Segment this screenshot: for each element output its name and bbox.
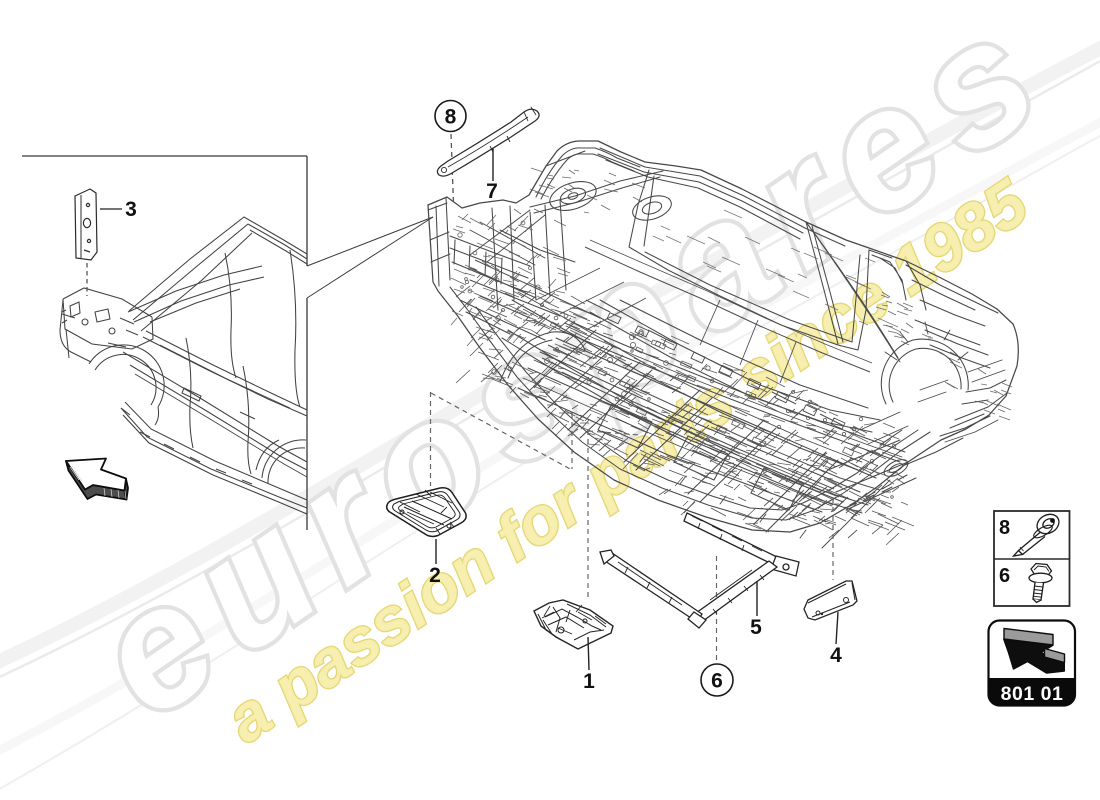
svg-text:6: 6 bbox=[999, 565, 1010, 587]
svg-text:2: 2 bbox=[429, 564, 441, 587]
svg-text:5: 5 bbox=[750, 616, 762, 639]
svg-text:1: 1 bbox=[583, 670, 595, 693]
svg-text:3: 3 bbox=[125, 198, 137, 221]
svg-text:7: 7 bbox=[486, 180, 498, 203]
svg-text:4: 4 bbox=[830, 644, 842, 667]
svg-text:6: 6 bbox=[711, 670, 723, 693]
svg-text:8: 8 bbox=[999, 517, 1010, 539]
svg-text:8: 8 bbox=[445, 106, 457, 129]
svg-text:801 01: 801 01 bbox=[1001, 683, 1064, 705]
